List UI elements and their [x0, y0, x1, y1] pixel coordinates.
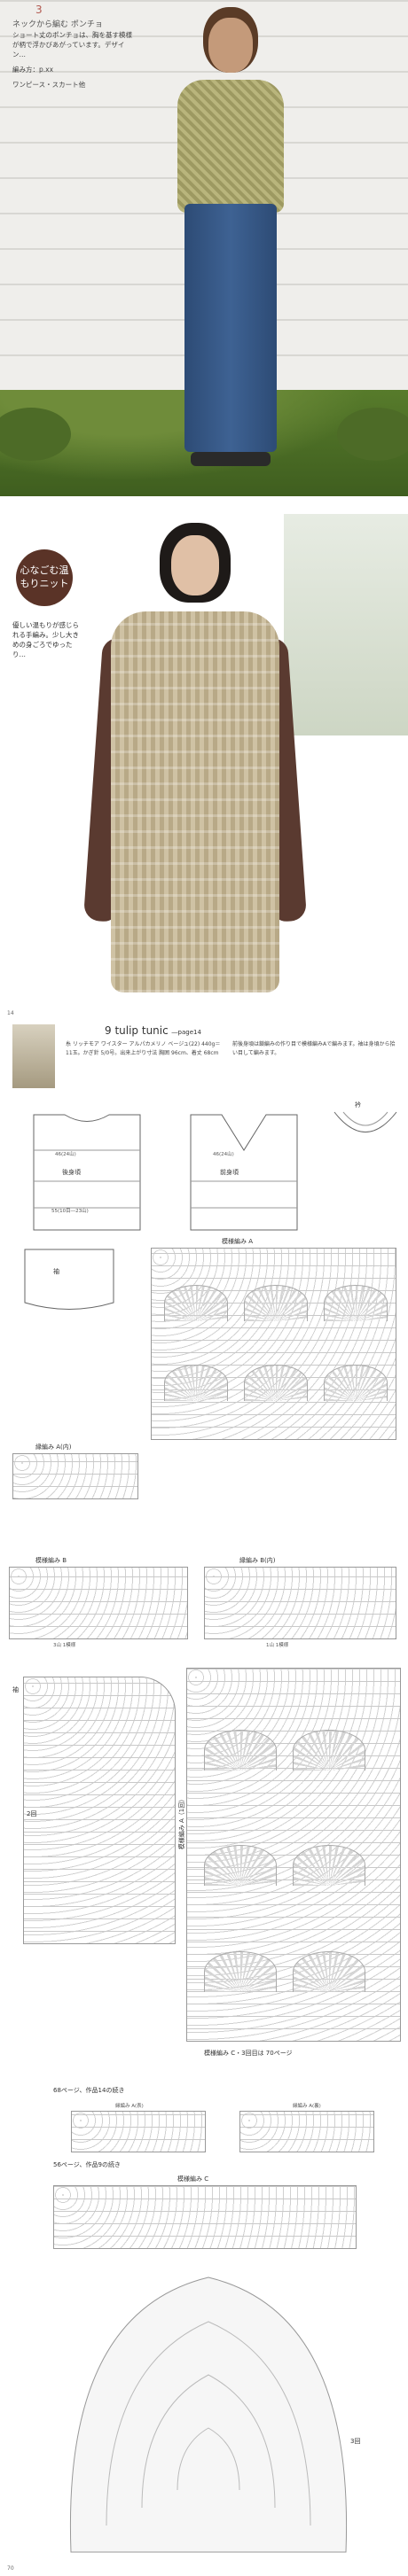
yoke-chart — [69, 2276, 348, 2553]
instructions-text: 前後身頃は鎖編みの作り目で模様編みAで編みます。袖は身頃から拾い目して編みます。 — [232, 1041, 396, 1056]
fan-motif-1 — [164, 1285, 228, 1321]
fan-motif-9 — [204, 1845, 277, 1886]
pattern-b-label: 模様編み B — [35, 1557, 67, 1564]
border-chart — [12, 1453, 138, 1499]
collar-label: 衿 — [355, 1101, 361, 1109]
model-figure-2 — [82, 514, 308, 1019]
collar-schematic — [333, 1111, 397, 1132]
item-title: ネックから編む ポンチョ — [12, 18, 103, 29]
pattern-b-chart — [9, 1567, 188, 1639]
pattern-a-chart — [151, 1248, 396, 1440]
edge-a2-label: 縁編み A(裏) — [293, 2104, 321, 2109]
back-body-schematic — [33, 1114, 141, 1231]
pattern-c-chart — [53, 2185, 357, 2249]
back-body-label: 後身頃 — [62, 1169, 81, 1176]
repeat-label-2: 1山 1模様 — [266, 1643, 289, 1648]
window-background — [284, 514, 408, 735]
tunic-description: 優しい温もりが感じられる手編み。少し大きめの身ごろでゆったり… — [12, 621, 79, 658]
credits-text: 編み方：p.xx — [12, 66, 54, 74]
plant-right — [337, 408, 408, 461]
front-body-label: 前身頃 — [220, 1169, 239, 1176]
photo-panel-tunic: 心なごむ温もりニット 優しい温もりが感じられる手編み。少し大きめの身ごろでゆった… — [0, 496, 408, 1019]
fan-motif-3 — [324, 1285, 388, 1321]
back-width: 46(24山) — [55, 1152, 76, 1157]
edge-a2-chart — [239, 2111, 374, 2152]
section-label: 2回 — [27, 1810, 37, 1817]
sleeve-chart — [23, 1677, 176, 1944]
edge-a-chart — [71, 2111, 206, 2152]
border-label: 縁編み A(内) — [35, 1444, 72, 1451]
footnote-text: ワンピース・スカート他 — [12, 81, 86, 89]
model-figure — [177, 18, 284, 479]
tunic-thumbnail — [12, 1024, 55, 1088]
plant-left — [0, 408, 71, 461]
item-description: ショート丈のポンチョは、胸を基す模様が柄で浮かびあがっています。デザイン… 編み… — [12, 30, 137, 89]
edge-a-label: 縁編み A(表) — [115, 2104, 144, 2109]
model-head — [208, 18, 253, 73]
page-number-70: 70 — [7, 2565, 14, 2572]
fan-motif-5 — [244, 1365, 308, 1401]
item-subtitle: ポンチョ — [70, 20, 103, 29]
fan-motif-11 — [204, 1951, 277, 1992]
pattern-page-3: 68ページ、作品14の続き 縁編み A(表) 縁編み A(裏) 56ページ、作品… — [0, 2082, 408, 2576]
border-b-label: 縁編み B(内) — [239, 1557, 276, 1564]
photo-panel-poncho: 3 ネックから編む ポンチョ ショート丈のポンチョは、胸を基す模様が柄で浮かびあ… — [0, 0, 408, 496]
front-width: 46(24山) — [213, 1152, 234, 1157]
fan-motif-2 — [244, 1285, 308, 1321]
pattern-c-ref: 模様編み C・3回目は 70ページ — [204, 2050, 293, 2057]
section-3-label: 3回 — [350, 2438, 361, 2445]
repeat-label: 3山 1模様 — [53, 1643, 76, 1648]
denim-culottes — [184, 204, 277, 452]
fan-motif-4 — [164, 1365, 228, 1401]
fan-motif-12 — [293, 1951, 365, 1992]
front-body-schematic — [190, 1114, 298, 1231]
continuation-ref-2: 56ページ、作品9の続き — [53, 2161, 122, 2168]
item-number: 3 — [35, 4, 43, 16]
page-number: 14 — [7, 1010, 14, 1016]
crochet-poncho — [177, 80, 284, 213]
sleeve-chart-label: 袖 — [12, 1686, 19, 1693]
model-face — [171, 535, 219, 595]
materials-text: 糸 リッチモア ワイスター アルパカメリノ ベージュ(22) 440g＝11玉。… — [66, 1041, 221, 1056]
pattern-page-2: 模様編み B 3山 1模様 縁編み B(内) 1山 1模様 袖 2回 模様編み … — [0, 1553, 408, 2080]
sandals — [191, 452, 271, 466]
pattern-title-text: 9 tulip tunic — [105, 1024, 169, 1037]
item-title-text: ネックから編む — [12, 20, 69, 29]
crochet-tunic — [111, 611, 279, 992]
title-bubble: 心なごむ温もりニット — [16, 549, 73, 606]
fan-motif-8 — [293, 1730, 365, 1771]
pattern-page-1: 9 tulip tunic ―page14 糸 リッチモア ワイスター アルパカ… — [0, 1019, 408, 1551]
pattern-title: 9 tulip tunic ―page14 — [105, 1024, 201, 1037]
hem-width: 55(10目―23山) — [51, 1209, 89, 1214]
fan-motif-6 — [324, 1365, 388, 1401]
fan-motif-10 — [293, 1845, 365, 1886]
pattern-a1-label: 模様編み A（1回） — [178, 1795, 186, 1850]
pattern-c-label: 模様編み C — [177, 2175, 209, 2183]
sleeve-schematic — [24, 1249, 114, 1310]
page-ref: ―page14 — [171, 1029, 201, 1036]
border-b-chart — [204, 1567, 396, 1639]
description-text: ショート丈のポンチョは、胸を基す模様が柄で浮かびあがっています。デザイン… — [12, 31, 132, 58]
fan-motif-7 — [204, 1730, 277, 1771]
pattern-a-label: 模様編み A — [222, 1238, 254, 1245]
sleeve-label: 袖 — [53, 1268, 59, 1275]
continuation-ref-1: 68ページ、作品14の続き — [53, 2087, 125, 2094]
